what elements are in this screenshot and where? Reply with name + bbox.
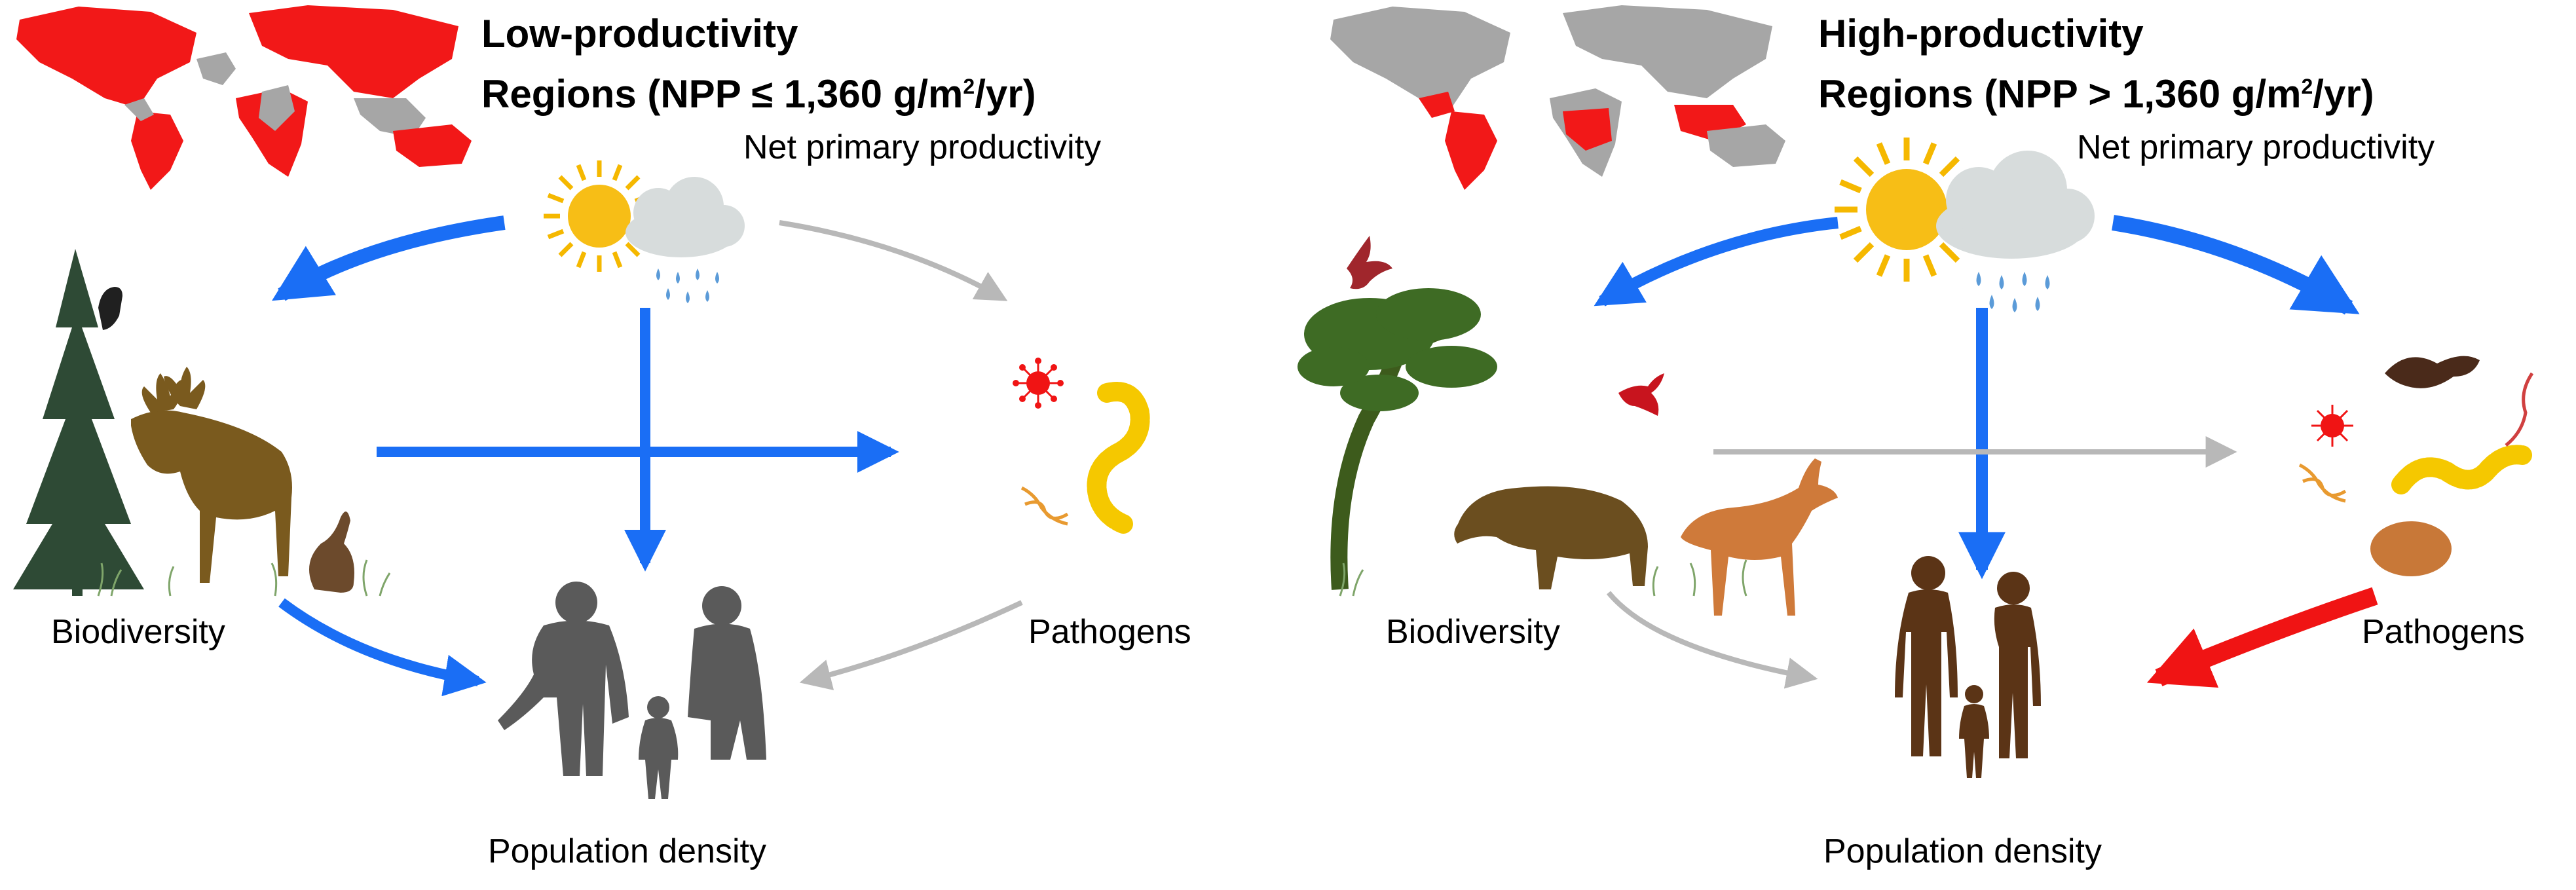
human-family-icon	[1895, 556, 2041, 778]
title-line-2: Regions (NPP ≤ 1,360 g/m2/yr)	[481, 72, 1036, 116]
label-population-density: Population density	[1823, 832, 2102, 870]
arrow-npp-to-biodiversity	[1594, 217, 1839, 306]
rain-cloud-icon	[1936, 151, 2095, 312]
grass-left	[97, 559, 391, 597]
bacteria-icon	[2391, 445, 2532, 494]
bacteria-icon	[1087, 382, 1150, 534]
bird-icon	[1347, 236, 1392, 289]
world-map-icon	[16, 5, 472, 190]
label-population-density: Population density	[488, 832, 766, 870]
panel-title: High-productivity Regions (NPP > 1,360 g…	[1818, 8, 2374, 121]
label-npp: Net primary productivity	[2077, 128, 2435, 166]
arrow-npp-to-biodiversity	[272, 215, 506, 301]
label-biodiversity: Biodiversity	[51, 613, 225, 651]
arrow-npp-to-pathogens	[2112, 215, 2360, 315]
label-pathogens: Pathogens	[2362, 613, 2525, 651]
acacia-tree-icon	[1297, 288, 1497, 590]
label-npp: Net primary productivity	[743, 128, 1102, 166]
deer-icon	[1681, 458, 1838, 616]
moose-icon	[131, 367, 292, 583]
virus-icon	[1013, 358, 1064, 409]
arrow-npp-to-pathogens	[779, 220, 1008, 301]
pine-tree-icon	[13, 249, 144, 596]
title-line-2: Regions (NPP > 1,360 g/m2/yr)	[1818, 72, 2374, 116]
arrow-biodiversity-to-population	[1606, 591, 1818, 689]
panel-high-productivity: High-productivity Regions (NPP > 1,360 g…	[1288, 0, 2575, 890]
hare-icon	[309, 511, 354, 593]
arrow-pathogens-to-population	[799, 600, 1023, 690]
world-map-icon	[1330, 5, 1785, 190]
diagram-high	[1297, 5, 2534, 778]
human-family-icon	[498, 582, 766, 799]
panel-title: Low-productivity Regions (NPP ≤ 1,360 g/…	[481, 8, 1036, 121]
bacteria-icon	[2370, 521, 2452, 576]
grass-right	[1339, 559, 1747, 597]
rain-cloud-icon	[625, 177, 745, 303]
diagram-low	[13, 5, 1150, 799]
crow-icon	[98, 287, 122, 330]
dna-icon	[1020, 486, 1069, 526]
title-line-1: Low-productivity	[481, 12, 798, 56]
label-pathogens: Pathogens	[1028, 613, 1191, 651]
label-biodiversity: Biodiversity	[1386, 613, 1560, 651]
bacteria-icon	[2385, 356, 2480, 388]
dna-icon	[2298, 372, 2534, 503]
virus-icon	[2311, 405, 2353, 447]
arrow-biodiversity-to-population	[278, 598, 487, 697]
arrow-pathogens-to-population	[2146, 587, 2378, 688]
panel-low-productivity: Low-productivity Regions (NPP ≤ 1,360 g/…	[13, 5, 1191, 870]
tapir-icon	[1454, 486, 1648, 589]
title-line-1: High-productivity	[1818, 12, 2144, 56]
bird-icon	[1618, 373, 1664, 416]
